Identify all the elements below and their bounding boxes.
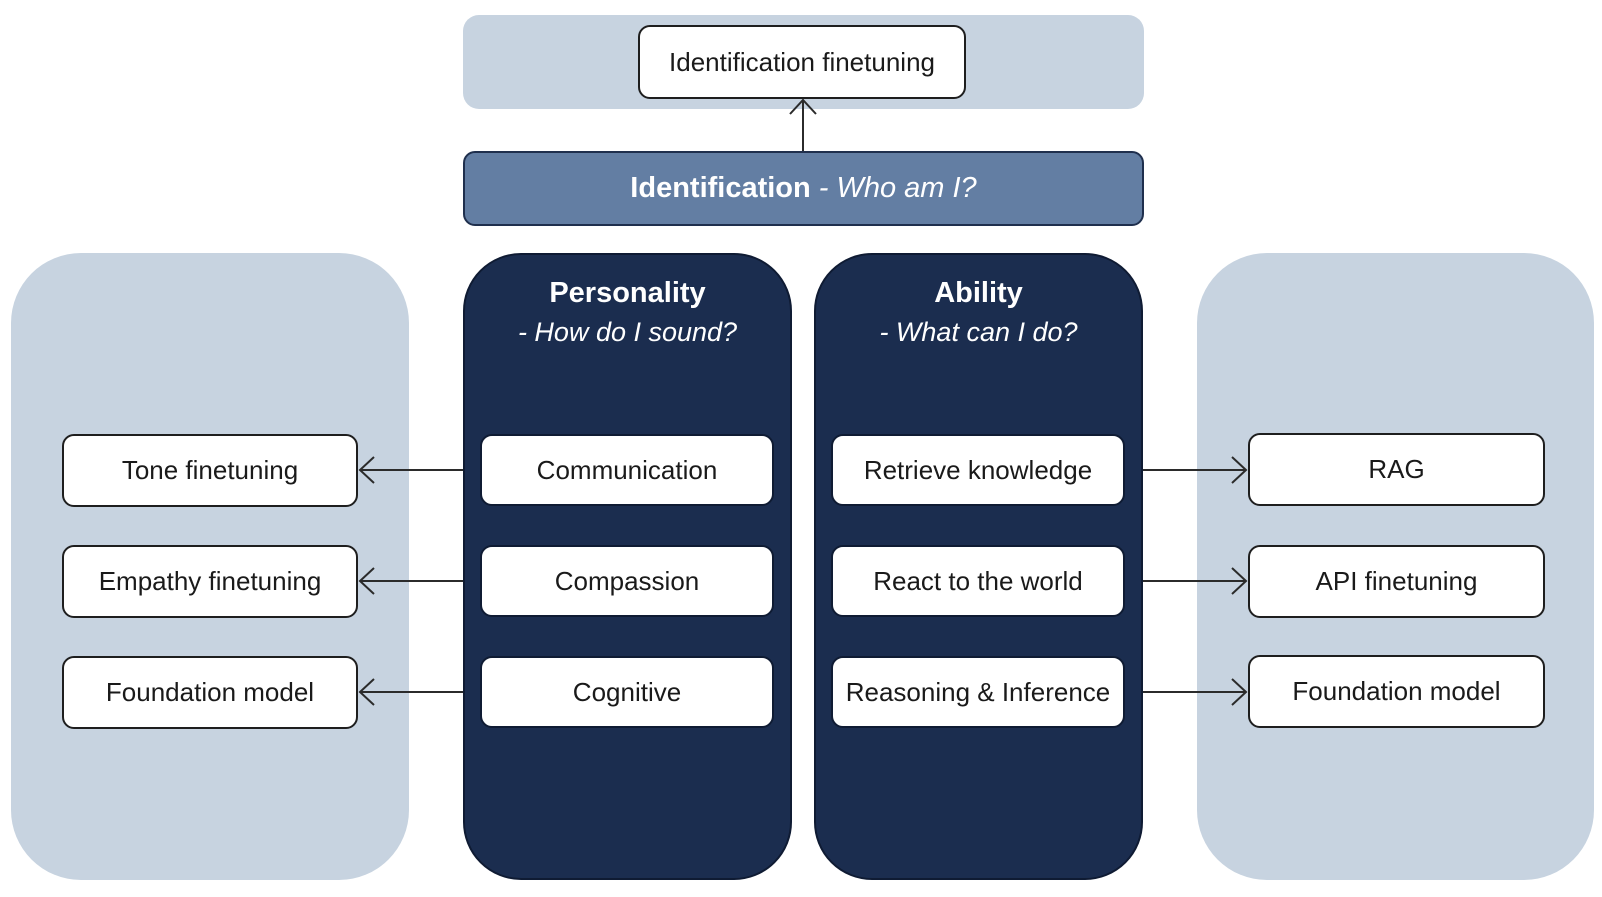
personality-item-label: Compassion: [554, 565, 700, 596]
personality-item-communication: Communication: [480, 434, 774, 506]
right-output-label: Foundation model: [1292, 676, 1501, 706]
arrow-left-3-head: [358, 678, 375, 706]
personality-title: Personality: [549, 277, 706, 309]
arrow-left-2-head: [358, 567, 375, 595]
left-output-label: Foundation model: [105, 677, 315, 707]
ability-subtitle: - What can I do?: [879, 317, 1078, 347]
identification-bar: Identification - Who am I?: [463, 151, 1144, 226]
left-output-tone-finetuning: Tone finetuning: [62, 434, 358, 507]
identification-subtitle: - Who am I?: [818, 172, 977, 204]
left-output-label: Empathy finetuning: [98, 566, 322, 596]
identification-finetuning-box: Identification finetuning: [638, 25, 966, 99]
personality-item-label: Cognitive: [572, 676, 682, 707]
right-output-label: RAG: [1368, 454, 1425, 484]
ability-item-label: React to the world: [873, 565, 1083, 596]
arrow-right-3-head: [1231, 678, 1248, 706]
ability-item-label: Retrieve knowledge: [863, 454, 1093, 485]
personality-subtitle: - How do I sound?: [517, 317, 738, 347]
personality-item-label: Communication: [536, 454, 718, 485]
left-output-label: Tone finetuning: [121, 455, 299, 485]
ability-title: Ability: [934, 277, 1023, 309]
left-output-empathy-finetuning: Empathy finetuning: [62, 545, 358, 618]
right-output-foundation-model: Foundation model: [1248, 655, 1545, 728]
arrow-left-1-head: [358, 456, 375, 484]
right-output-rag: RAG: [1248, 433, 1545, 506]
identification-finetuning-label: Identification finetuning: [669, 46, 935, 77]
personality-item-compassion: Compassion: [480, 545, 774, 617]
ability-item-reasoning-inference: Reasoning & Inference: [831, 656, 1125, 728]
arrow-right-1-head: [1231, 456, 1248, 484]
right-output-api-finetuning: API finetuning: [1248, 545, 1545, 618]
left-output-foundation-model: Foundation model: [62, 656, 358, 729]
right-output-label: API finetuning: [1315, 566, 1478, 596]
arrow-up-head: [789, 98, 817, 115]
ability-item-react-to-world: React to the world: [831, 545, 1125, 617]
personality-item-cognitive: Cognitive: [480, 656, 774, 728]
arrow-right-2-head: [1231, 567, 1248, 595]
ability-item-retrieve-knowledge: Retrieve knowledge: [831, 434, 1125, 506]
ability-item-label: Reasoning & Inference: [845, 676, 1111, 707]
identification-title: Identification: [630, 172, 811, 204]
